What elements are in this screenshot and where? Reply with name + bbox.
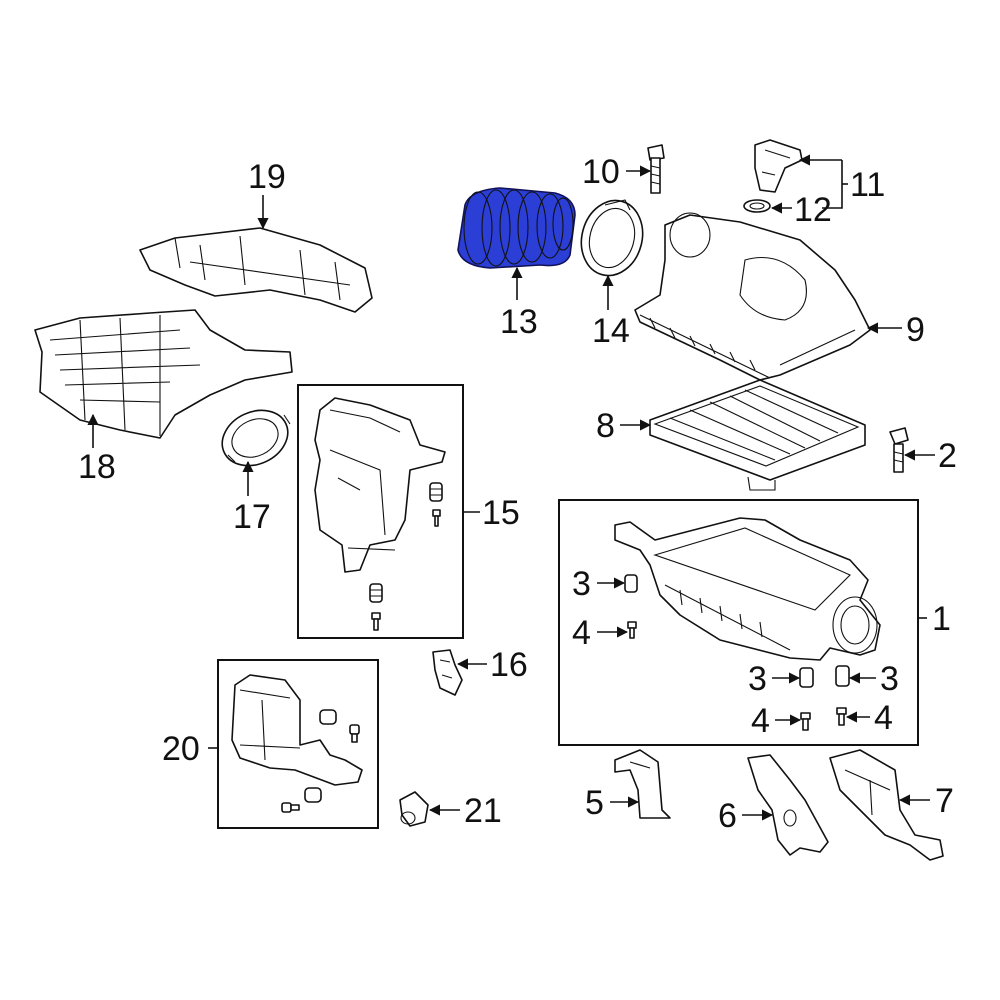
part-15-grommet[interactable] [429, 482, 443, 502]
callout-13: 13 [500, 303, 538, 341]
part-15-screw-lower[interactable] [371, 612, 381, 631]
part-7-bracket[interactable] [829, 749, 944, 861]
part-18-air-guide[interactable] [34, 309, 293, 439]
part-17-duct-seal[interactable] [213, 400, 297, 476]
callout-9: 9 [906, 311, 925, 349]
callout-15: 15 [482, 494, 520, 532]
callout-16: 16 [490, 646, 528, 684]
callout-5: 5 [585, 784, 604, 822]
part-3-grommet-a[interactable] [624, 574, 638, 593]
callout-3-left: 3 [572, 565, 591, 603]
part-11-air-temp-sensor[interactable] [754, 139, 803, 193]
callout-7: 7 [935, 782, 954, 820]
callout-21: 21 [464, 792, 502, 830]
part-10-bolt[interactable] [647, 144, 665, 194]
callout-20: 20 [162, 730, 200, 768]
callout-2: 2 [938, 437, 957, 475]
part-12-o-ring[interactable] [743, 199, 771, 213]
part-2-bolt[interactable] [889, 427, 909, 473]
callout-labels: 19 18 17 13 14 10 11 12 9 8 2 15 1 3 4 3… [78, 153, 957, 835]
part-14-tube-band[interactable] [573, 194, 651, 283]
callout-17: 17 [233, 498, 271, 536]
group-box-1 [558, 499, 919, 746]
part-16-bracket[interactable] [432, 649, 463, 696]
part-15-grommet-lower[interactable] [369, 583, 383, 603]
part-20-resonator-chamber[interactable] [231, 674, 363, 786]
part-20-grommet[interactable] [319, 709, 337, 725]
part-4-bolt-a[interactable] [627, 621, 637, 639]
part-20-screw-lower[interactable] [281, 802, 300, 813]
part-3-grommet-c[interactable] [835, 665, 850, 687]
part-4-bolt-b[interactable] [800, 712, 811, 731]
part-3-grommet-b[interactable] [799, 667, 814, 688]
callout-11: 11 [850, 166, 885, 204]
callout-4-left: 4 [572, 614, 591, 652]
leaders [87, 154, 935, 821]
group-box-20 [217, 659, 379, 829]
callout-4-mid: 4 [751, 702, 770, 740]
part-15-resonator[interactable] [314, 397, 446, 573]
callout-1: 1 [932, 600, 951, 638]
part-19-intake-duct[interactable] [139, 227, 373, 313]
callout-10: 10 [582, 153, 620, 191]
part-4-bolt-c[interactable] [836, 707, 847, 726]
part-13-air-flow-tube[interactable] [457, 187, 576, 269]
callout-19: 19 [248, 158, 286, 196]
part-1-air-cleaner-housing[interactable] [614, 517, 881, 661]
callout-3-mid: 3 [748, 660, 767, 698]
part-20-screw[interactable] [349, 724, 360, 743]
part-21-hose-clip[interactable] [399, 791, 429, 827]
part-5-bracket[interactable] [614, 749, 671, 819]
callout-4-right: 4 [874, 699, 893, 737]
part-15-screw[interactable] [432, 509, 441, 527]
callout-14: 14 [592, 312, 630, 350]
part-6-bracket[interactable] [747, 754, 829, 856]
part-8-air-filter[interactable] [649, 379, 866, 491]
callout-18: 18 [78, 448, 116, 486]
callout-12: 12 [794, 191, 832, 229]
callout-6: 6 [718, 797, 737, 835]
part-9-air-cleaner-cover[interactable] [634, 212, 871, 381]
callout-3-right: 3 [880, 660, 899, 698]
part-20-grommet-lower[interactable] [304, 787, 322, 803]
callout-8: 8 [596, 407, 615, 445]
